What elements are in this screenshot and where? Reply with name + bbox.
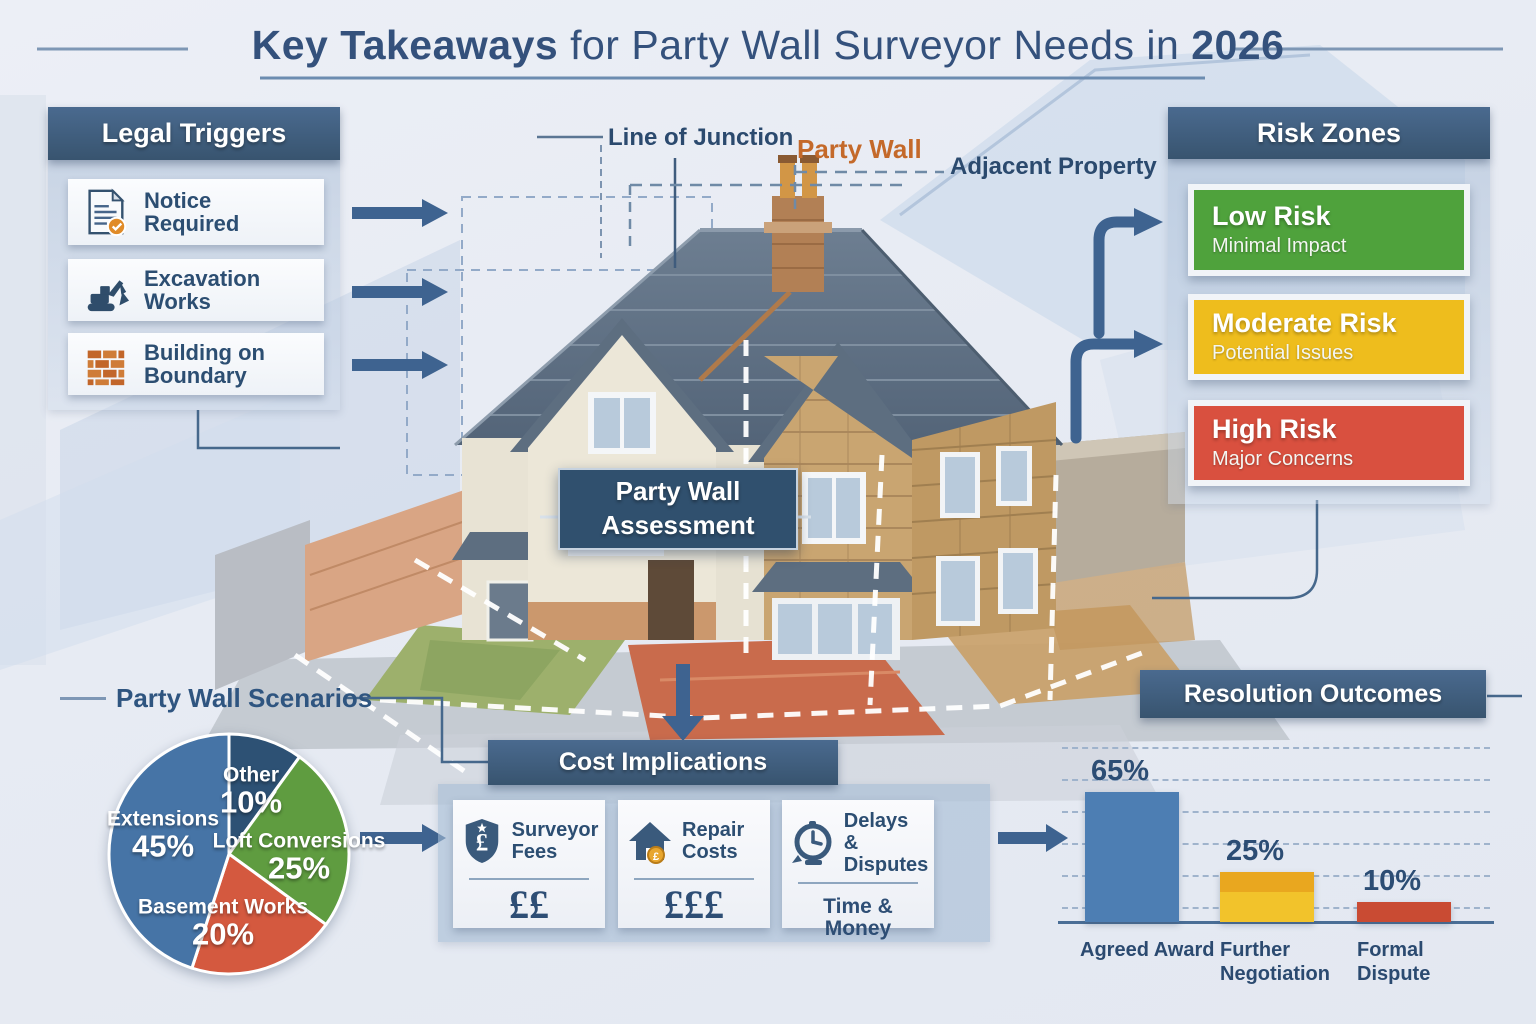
garden-walls <box>215 432 1185 690</box>
divider <box>798 882 918 884</box>
cost-card-title: Repair Costs <box>682 819 745 863</box>
outcomes-bar-chart: 65% 25% 10% Agreed Award Further Negotia… <box>1058 742 1494 992</box>
legal-item-label: Excavation Works <box>144 265 261 314</box>
legal-item-label: Notice Required <box>144 187 240 236</box>
gridline <box>1062 843 1490 845</box>
cost-card-repair-costs: £ Repair Costs £££ <box>618 800 770 928</box>
cost-card-title: Surveyor Fees <box>511 819 599 863</box>
house-coin-icon: £ <box>626 817 674 865</box>
bar-category-label: Further Negotiation <box>1220 939 1330 985</box>
pie-label-loft: Loft Conversions 25% <box>212 829 386 886</box>
divider <box>469 878 589 880</box>
bar-value-label: 10% <box>1363 865 1422 897</box>
title-lead: Key Takeaways <box>251 22 559 68</box>
cost-card-value: Time & Money <box>823 895 893 941</box>
gridline <box>1062 779 1490 781</box>
adjacent-property-label: Adjacent Property <box>950 153 1157 180</box>
svg-text:£: £ <box>653 851 659 863</box>
brick-wall-icon <box>80 339 130 389</box>
legal-item-label: Building on Boundary <box>144 339 265 388</box>
cost-header: Cost Implications <box>488 740 838 785</box>
bar-further-negotiation <box>1220 872 1314 922</box>
risk-subtitle: Minimal Impact <box>1212 235 1347 258</box>
pie-slice <box>190 852 328 976</box>
gridline <box>1062 747 1490 749</box>
party-wall-assessment-box: Party Wall Assessment <box>558 468 798 550</box>
scenarios-pie-chart: Other 10% Loft Conversions 25% Basement … <box>103 728 385 980</box>
outcomes-header: Resolution Outcomes <box>1140 670 1486 718</box>
title-mid: for Party Wall Surveyor Needs in <box>558 22 1192 68</box>
pie-label-other: Other 10% <box>219 763 283 820</box>
page-title: Key Takeaways for Party Wall Surveyor Ne… <box>140 22 1396 69</box>
cost-card-surveyor-fees: £ Surveyor Fees ££ <box>453 800 605 928</box>
assessment-line1: Party Wall <box>615 476 741 507</box>
pie-slice <box>107 732 231 970</box>
risk-card-moderate: Moderate Risk Potential Issues <box>1188 294 1470 380</box>
risk-subtitle: Major Concerns <box>1212 448 1354 471</box>
risk-header: Risk Zones <box>1168 107 1490 159</box>
assessment-line2: Assessment <box>601 510 755 540</box>
bar-value-label: 25% <box>1226 835 1285 867</box>
x-axis <box>1058 921 1494 924</box>
pie-label-basement: Basement Works 20% <box>137 895 309 952</box>
legal-item-boundary: Building on Boundary <box>68 333 324 395</box>
risk-card-high: High Risk Major Concerns <box>1188 400 1470 486</box>
pie-label-extensions: Extensions 45% <box>106 807 220 864</box>
cost-card-value: £££ <box>664 882 724 927</box>
party-wall-label: Party Wall <box>797 134 922 164</box>
pie-slice <box>227 755 351 927</box>
bar-agreed-award <box>1085 792 1179 922</box>
gridline <box>1062 811 1490 813</box>
clock-icon <box>788 819 836 867</box>
svg-text:£: £ <box>475 830 487 857</box>
bar-value-label: 65% <box>1091 755 1150 787</box>
cost-card-delays-disputes: Delays & Disputes Time & Money <box>782 800 934 940</box>
bar-category-label: Formal Dispute <box>1357 939 1431 985</box>
divider <box>634 878 754 880</box>
line-of-junction-label: Line of Junction <box>608 124 794 151</box>
excavator-icon <box>80 265 130 315</box>
legal-item-excavation: Excavation Works <box>68 259 324 321</box>
risk-card-low: Low Risk Minimal Impact <box>1188 184 1470 276</box>
scenarios-title: Party Wall Scenarios <box>116 683 373 713</box>
cost-card-title: Delays & Disputes <box>843 810 929 876</box>
chimney <box>764 155 832 292</box>
risk-title: Moderate Risk <box>1212 307 1397 338</box>
bar-formal-dispute <box>1357 902 1451 922</box>
risk-subtitle: Potential Issues <box>1212 342 1354 365</box>
bar-category-label: Agreed Award <box>1080 939 1215 961</box>
legal-header: Legal Triggers <box>48 107 340 160</box>
scenarios-flank-left <box>60 697 106 700</box>
document-notice-icon <box>80 187 130 237</box>
shield-pound-icon: £ <box>460 816 504 866</box>
party-wall-roof-flashing <box>698 290 792 382</box>
risk-title: Low Risk <box>1212 200 1331 231</box>
legal-item-notice: Notice Required <box>68 179 324 245</box>
cost-card-value: ££ <box>509 882 549 927</box>
title-year: 2026 <box>1191 22 1285 68</box>
risk-title: High Risk <box>1212 413 1337 444</box>
